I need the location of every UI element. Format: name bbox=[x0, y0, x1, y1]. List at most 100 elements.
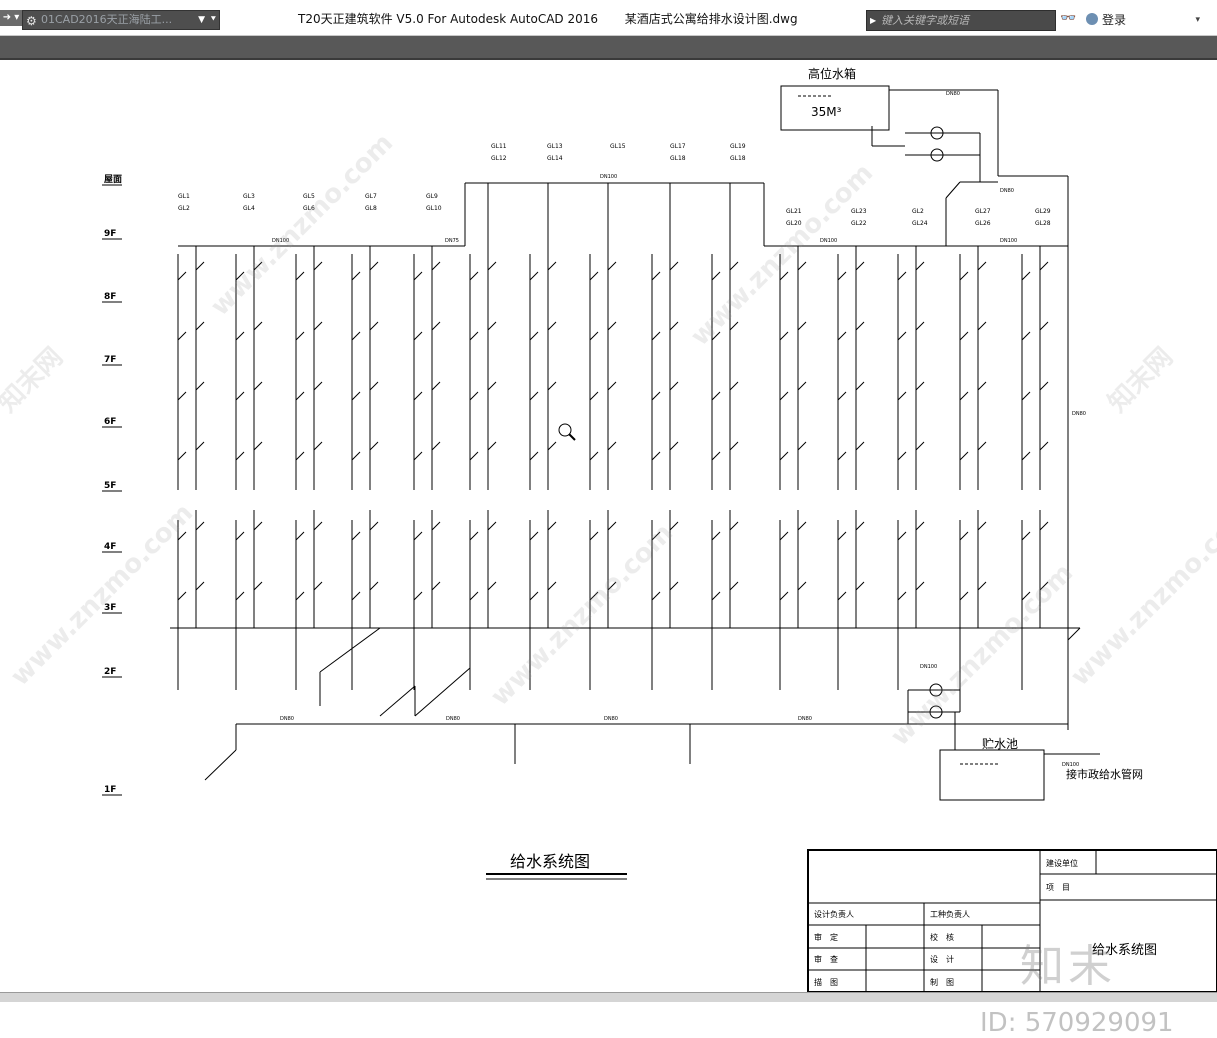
branch-pipe bbox=[711, 531, 721, 541]
branch-pipe bbox=[915, 441, 925, 451]
branch-pipe bbox=[235, 531, 245, 541]
riser-tag: GL20 bbox=[786, 220, 802, 227]
title-bar: ➜ ▾ ⚙ 01CAD2016天正海陆工... ▼ ⯆ T20天正建筑软件 V5… bbox=[0, 0, 1217, 36]
branch-pipe bbox=[977, 581, 987, 591]
branch-pipe bbox=[177, 271, 187, 281]
pipe-label: DN100 bbox=[600, 174, 617, 180]
branch-pipe bbox=[1039, 261, 1049, 271]
branch-pipe bbox=[431, 441, 441, 451]
branch-pipe bbox=[177, 451, 187, 461]
branch-pipe bbox=[177, 591, 187, 601]
branch-pipe bbox=[295, 331, 305, 341]
branch-pipe bbox=[797, 521, 807, 531]
floor-label: 9F bbox=[104, 229, 116, 239]
branch-pipe bbox=[487, 321, 497, 331]
branch-pipe bbox=[977, 441, 987, 451]
branch-pipe bbox=[779, 591, 789, 601]
app-name: T20天正建筑软件 V5.0 For Autodesk AutoCAD 2016 bbox=[298, 12, 599, 26]
branch-pipe bbox=[295, 591, 305, 601]
pipe-label: DN80 bbox=[446, 716, 460, 722]
pipe-label: DN80 bbox=[604, 716, 618, 722]
branch-pipe bbox=[313, 521, 323, 531]
branch-pipe bbox=[855, 261, 865, 271]
branch-pipe bbox=[797, 581, 807, 591]
search-input[interactable]: ▶ 键入关键字或短语 bbox=[866, 10, 1056, 31]
riser-tag: GL2 bbox=[912, 208, 924, 215]
branch-pipe bbox=[469, 531, 479, 541]
branch-pipe bbox=[487, 521, 497, 531]
branch-pipe bbox=[589, 391, 599, 401]
branch-pipe bbox=[351, 591, 361, 601]
branch-pipe bbox=[669, 441, 679, 451]
branch-pipe bbox=[1021, 331, 1031, 341]
branch-pipe bbox=[779, 271, 789, 281]
floor-label: 2F bbox=[104, 667, 116, 677]
branch-pipe bbox=[313, 581, 323, 591]
branch-pipe bbox=[253, 321, 263, 331]
branch-pipe bbox=[469, 331, 479, 341]
branch-pipe bbox=[547, 321, 557, 331]
branch-pipe bbox=[915, 261, 925, 271]
tb-check1: 审 定 bbox=[814, 932, 838, 942]
branch-pipe bbox=[547, 381, 557, 391]
login-button[interactable]: 登录 ▾ bbox=[1086, 10, 1206, 30]
branch-pipe bbox=[431, 321, 441, 331]
pipe-label: DN80 bbox=[1000, 188, 1014, 194]
branch-pipe bbox=[529, 451, 539, 461]
floor-label: 3F bbox=[104, 603, 116, 613]
riser-tag: GL21 bbox=[786, 208, 802, 215]
branch-pipe bbox=[547, 261, 557, 271]
branch-pipe bbox=[295, 391, 305, 401]
storage-pool bbox=[939, 749, 1045, 801]
branch-pipe bbox=[529, 391, 539, 401]
quick-access-arrow-icon[interactable]: ➜ ▾ bbox=[0, 10, 22, 26]
chevron-down-icon[interactable]: ▾ bbox=[1195, 15, 1200, 25]
menu-dropdown-icon[interactable]: ⯆ bbox=[209, 15, 217, 25]
riser-tag: GL24 bbox=[912, 220, 928, 227]
branch-pipe bbox=[195, 441, 205, 451]
branch-pipe bbox=[897, 271, 907, 281]
branch-pipe bbox=[797, 261, 807, 271]
branch-pipe bbox=[959, 331, 969, 341]
tb-design-lead: 设计负责人 bbox=[814, 909, 854, 919]
drawing-title: 给水系统图 bbox=[510, 852, 590, 871]
branch-pipe bbox=[959, 391, 969, 401]
riser-tag: GL3 bbox=[243, 193, 255, 200]
branch-pipe bbox=[295, 271, 305, 281]
branch-pipe bbox=[729, 321, 739, 331]
branch-pipe bbox=[177, 531, 187, 541]
riser-tag: GL29 bbox=[1035, 208, 1051, 215]
branch-pipe bbox=[669, 321, 679, 331]
branch-pipe bbox=[607, 321, 617, 331]
branch-pipe bbox=[469, 591, 479, 601]
chevron-down-icon[interactable]: ▼ bbox=[198, 15, 205, 25]
login-label: 登录 bbox=[1102, 13, 1127, 27]
riser-tag: GL18 bbox=[670, 155, 686, 162]
pipe-label: DN80 bbox=[1072, 411, 1086, 417]
workspace-label: 01CAD2016天正海陆工... bbox=[41, 13, 173, 26]
riser-tag: GL8 bbox=[365, 205, 377, 212]
floor-label: 1F bbox=[104, 785, 116, 795]
branch-pipe bbox=[351, 391, 361, 401]
branch-pipe bbox=[711, 591, 721, 601]
branch-pipe bbox=[959, 531, 969, 541]
floor-label: 7F bbox=[104, 355, 116, 365]
branch-pipe bbox=[351, 331, 361, 341]
workspace-selector[interactable]: ⚙ 01CAD2016天正海陆工... ▼ ⯆ bbox=[22, 10, 220, 30]
binoculars-icon[interactable]: 👓 bbox=[1060, 11, 1077, 26]
branch-pipe bbox=[779, 531, 789, 541]
branch-pipe bbox=[977, 381, 987, 391]
branch-pipe bbox=[897, 531, 907, 541]
branch-pipe bbox=[651, 451, 661, 461]
floor-label: 8F bbox=[104, 292, 116, 302]
pipe-label: DN75 bbox=[445, 238, 459, 244]
branch-pipe bbox=[797, 441, 807, 451]
branch-pipe bbox=[253, 441, 263, 451]
pipe-label: DN100 bbox=[1062, 762, 1079, 768]
branch-pipe bbox=[413, 271, 423, 281]
branch-pipe bbox=[959, 271, 969, 281]
branch-pipe bbox=[959, 591, 969, 601]
branch-pipe bbox=[431, 381, 441, 391]
